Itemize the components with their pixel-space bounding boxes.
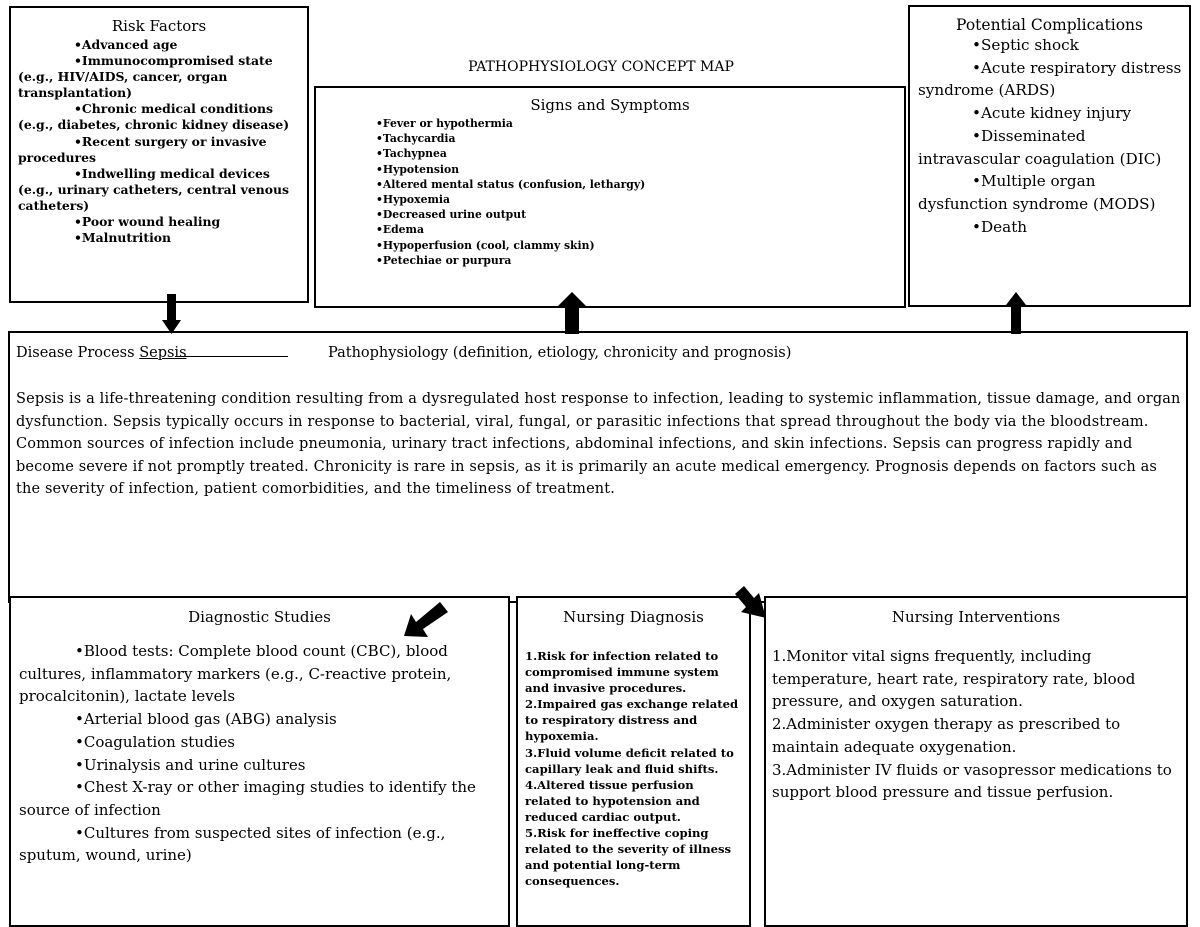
list-item: Blood tests: Complete blood count (CBC),… [19,640,500,708]
nursing-interventions-box: Nursing Interventions 1.Monitor vital si… [764,596,1188,927]
signs-symptoms-title: Signs and Symptoms [530,96,690,114]
list-item: 2.Administer oxygen therapy as prescribe… [772,715,1121,756]
list-item: Acute kidney injury [918,102,1185,125]
risk-factors-box: Risk Factors Advanced age Immunocompromi… [9,6,309,303]
list-item: 3.Administer IV fluids or vasopressor me… [772,760,1172,802]
disease-process-box: Disease Process Sepsis Pathophysiology (… [8,331,1188,603]
list-item: Malnutrition [18,230,301,246]
list-item: 1.Monitor vital signs frequently, includ… [772,647,1136,711]
list-item: 2.Impaired gas exchange related to respi… [525,697,739,744]
list-item: Cultures from suspected sites of infecti… [19,822,500,867]
risk-factors-title: Risk Factors [111,17,207,35]
nursing-diagnosis-box: Nursing Diagnosis 1.Risk for infection r… [516,596,751,927]
list-item: Altered mental status (confusion, lethar… [376,177,904,192]
list-item: Acute respiratory distress syndrome (ARD… [918,57,1185,102]
list-item: Multiple organ dysfunction syndrome (MOD… [918,170,1185,215]
list-item: Petechiae or purpura [376,253,904,268]
list-item: Urinalysis and urine cultures [19,754,500,777]
list-item: Tachycardia [376,131,904,146]
concept-map-title: PATHOPHYSIOLOGY CONCEPT MAP [468,59,734,75]
list-item: Hypoperfusion (cool, clammy skin) [376,238,904,253]
list-item: 5.Risk for ineffective coping related to… [525,826,732,889]
nursing-diagnosis-title: Nursing Diagnosis [563,608,704,626]
list-item: 3.Fluid volume deficit related to capill… [525,745,734,776]
list-item: Fever or hypothermia [376,116,904,131]
signs-symptoms-box: Signs and Symptoms Fever or hypothermia … [314,86,906,308]
list-item: Chest X-ray or other imaging studies to … [19,776,500,821]
list-item: Hypotension [376,162,904,177]
list-item: Death [918,216,1185,239]
list-item: Poor wound healing [18,214,301,230]
list-item: Decreased urine output [376,207,904,222]
diagnostic-studies-title: Diagnostic Studies [188,608,331,626]
list-item: Disseminated intravascular coagulation (… [918,125,1185,170]
nursing-interventions-list: 1.Monitor vital signs frequently, includ… [766,626,1186,804]
disease-process-prefix: Disease Process [16,345,140,361]
list-item: Coagulation studies [19,731,500,754]
complications-title: Potential Complications [956,16,1143,34]
list-item: Arterial blood gas (ABG) analysis [19,708,500,731]
list-item: 4.Altered tissue perfusion related to hy… [525,777,700,824]
diagnostic-studies-box: Diagnostic Studies Blood tests: Complete… [9,596,510,927]
list-item: Tachypnea [376,146,904,161]
list-item: Immunocompromised state (e.g., HIV/AIDS,… [18,53,301,101]
list-item: Chronic medical conditions (e.g., diabet… [18,101,301,133]
disease-process-label: Disease Process Sepsis [16,345,187,361]
list-item: Indwelling medical devices (e.g., urinar… [18,166,301,214]
list-item: 1.Risk for infection related to compromi… [525,649,719,696]
complications-box: Potential Complications Septic shock Acu… [908,5,1191,307]
diagnostic-studies-list: Blood tests: Complete blood count (CBC),… [11,626,508,867]
risk-factors-list: Advanced age Immunocompromised state (e.… [11,35,307,246]
disease-name-underline [175,356,288,357]
pathophysiology-text: Sepsis is a life-threatening condition r… [16,391,1181,498]
nursing-interventions-title: Nursing Interventions [891,608,1061,626]
pathophysiology-heading: Pathophysiology (definition, etiology, c… [328,345,792,361]
disease-name: Sepsis [139,345,187,361]
list-item: Septic shock [918,34,1185,57]
list-item: Recent surgery or invasive procedures [18,134,301,166]
list-item: Advanced age [18,37,301,53]
signs-symptoms-list: Fever or hypothermia Tachycardia Tachypn… [316,114,904,268]
nursing-diagnosis-list: 1.Risk for infection related to compromi… [518,626,749,889]
list-item: Hypoxemia [376,192,904,207]
list-item: Edema [376,222,904,237]
complications-list: Septic shock Acute respiratory distress … [910,34,1189,238]
